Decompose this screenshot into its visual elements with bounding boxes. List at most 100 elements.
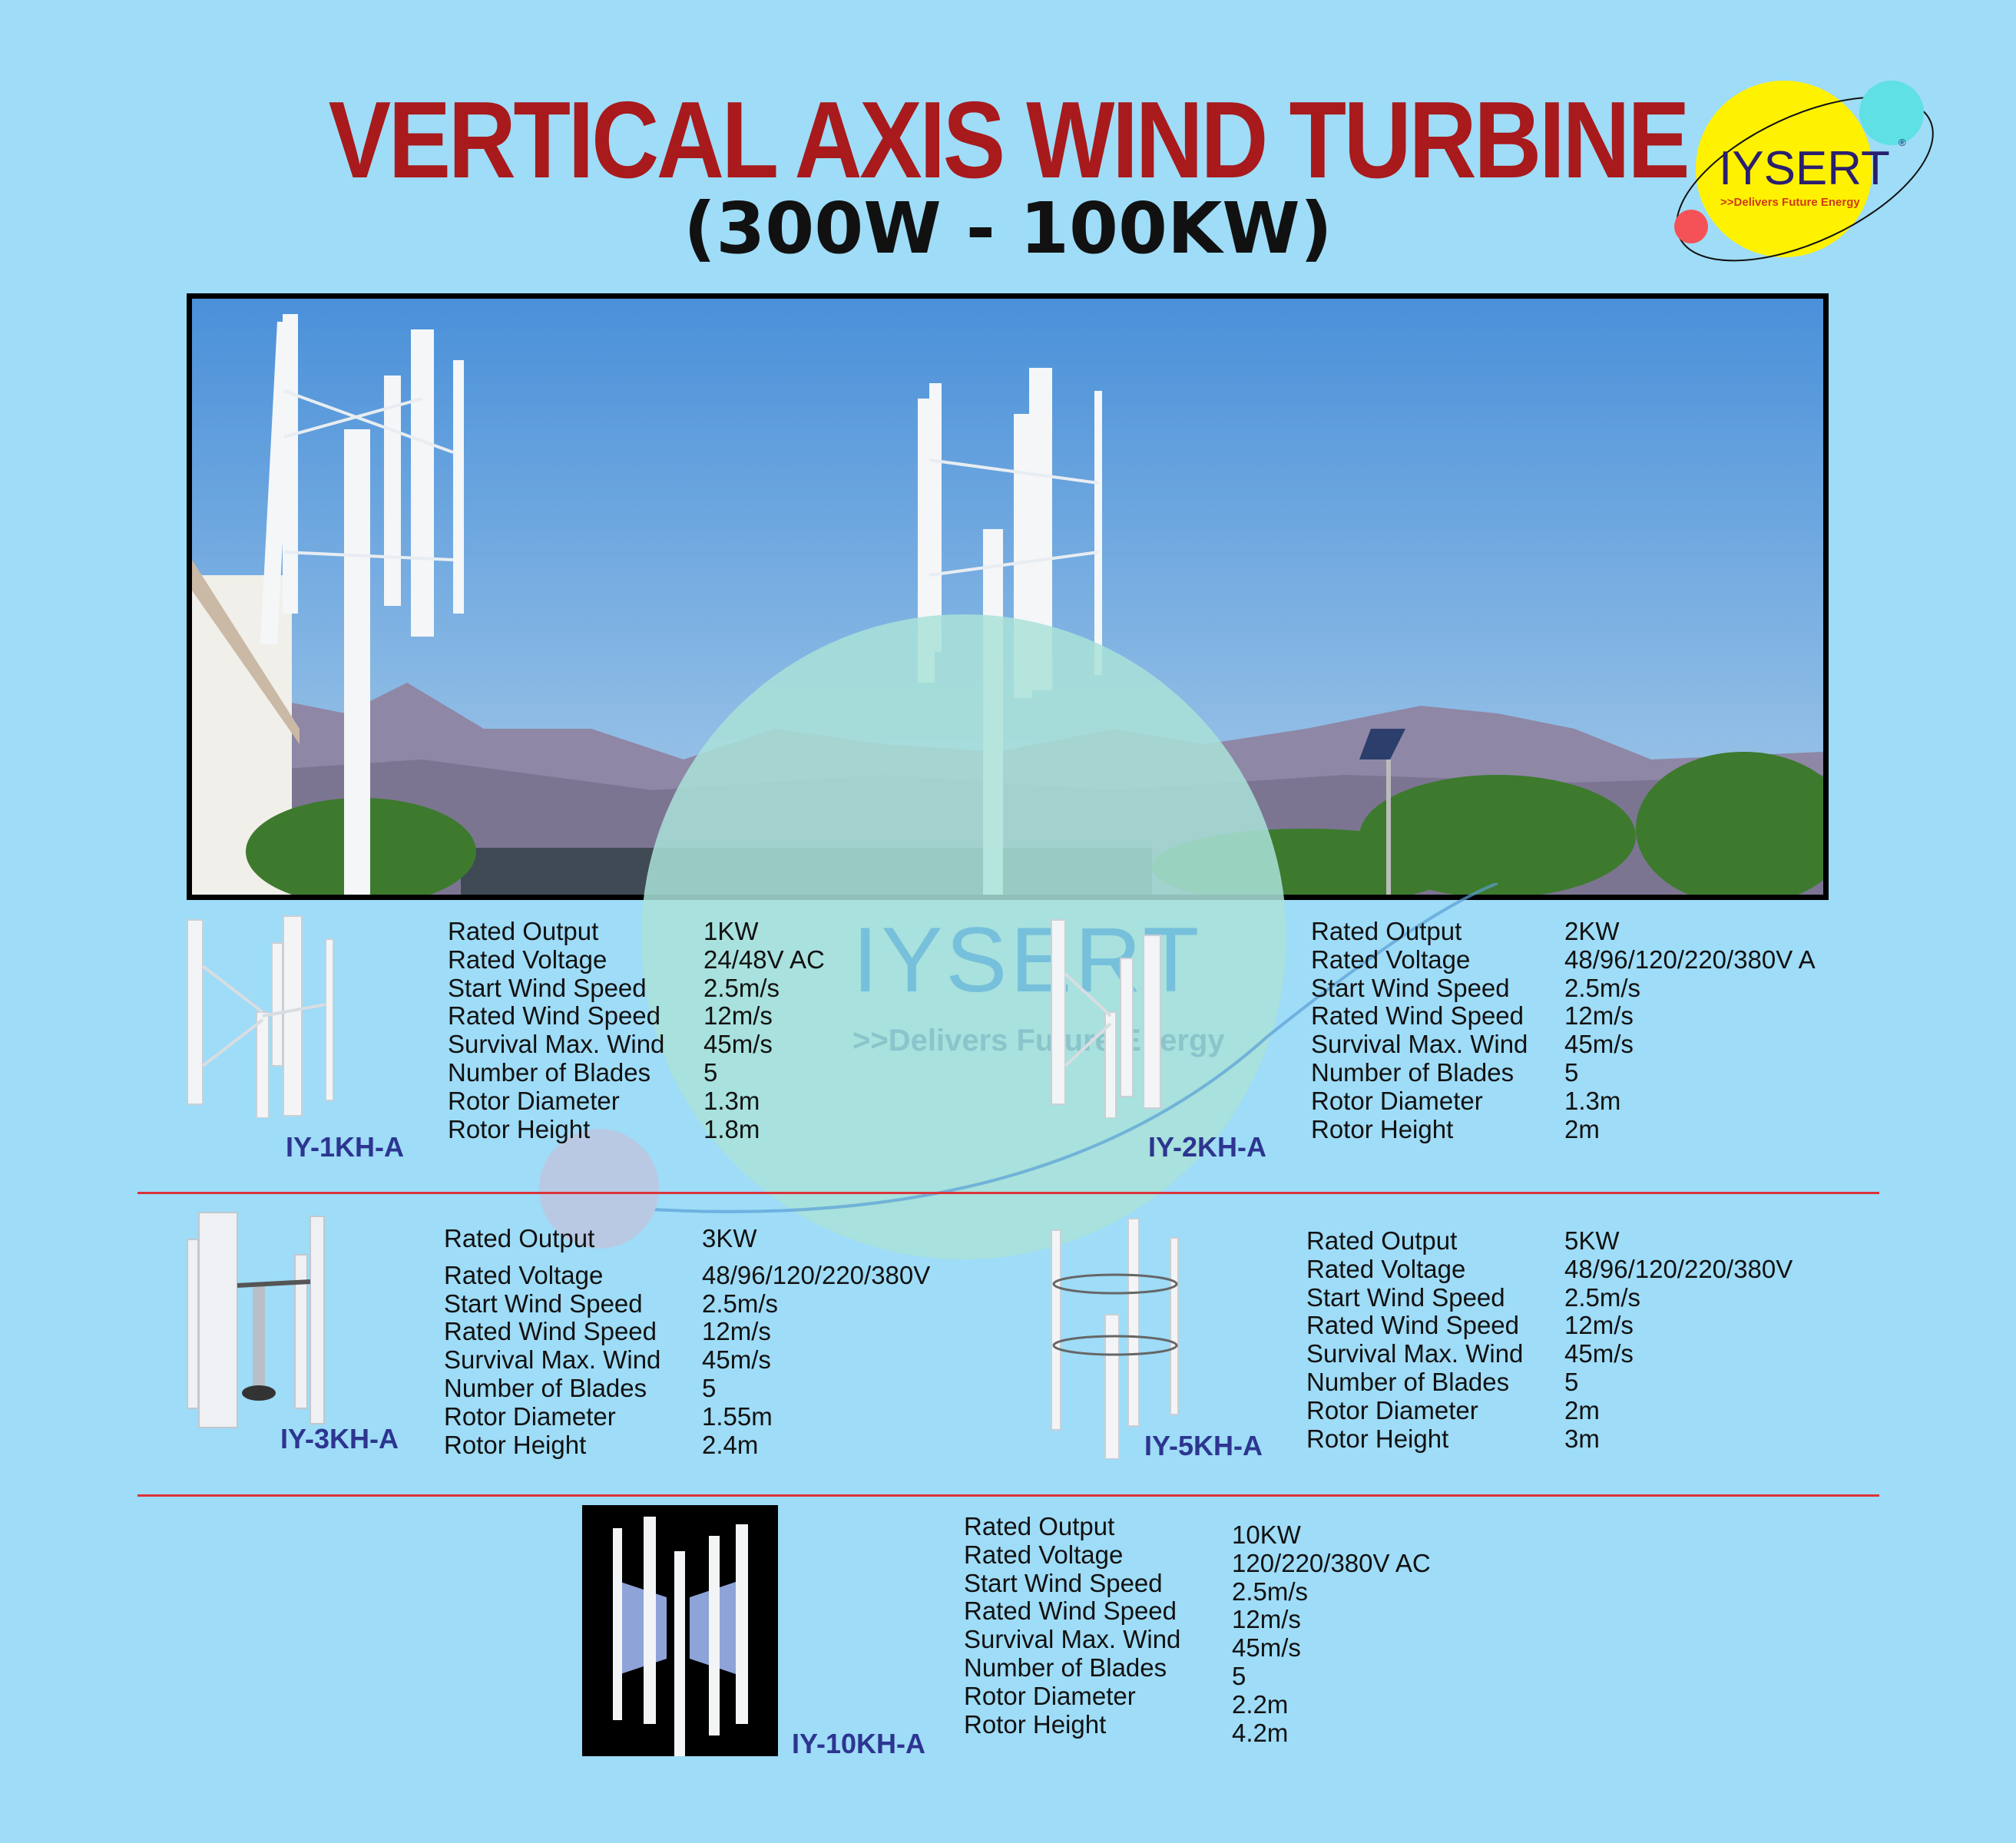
spec-value: 1.3m xyxy=(1564,1086,1621,1115)
spec-value: 12m/s xyxy=(702,1317,771,1346)
model-label-iy-10kh-a: IY-10KH-A xyxy=(792,1728,926,1759)
power-range-subtitle: (300W - 100KW) xyxy=(684,187,1332,270)
divider-1 xyxy=(137,1192,1879,1194)
product-image-iy-10kh-a xyxy=(582,1505,778,1756)
spec-value: 5KW xyxy=(1564,1226,1620,1255)
spec-label: Rated Wind Speed xyxy=(1311,1001,1524,1031)
spec-value: 5 xyxy=(1232,1661,1246,1690)
product-image-iy-1kh-a xyxy=(187,915,334,1118)
spec-label: Number of Blades xyxy=(1306,1367,1510,1396)
product-image-iy-2kh-a xyxy=(1051,919,1161,1118)
spec-value: 1.55m xyxy=(702,1401,773,1431)
spec-label: Rotor Diameter xyxy=(1306,1395,1478,1424)
spec-value: 45m/s xyxy=(703,1030,773,1059)
spec-label: Rotor Height xyxy=(444,1430,587,1459)
spec-label: Rotor Height xyxy=(964,1709,1107,1739)
spec-value: 48/96/120/220/380V A xyxy=(1564,945,1816,974)
solar-panel xyxy=(1359,729,1405,895)
spec-value: 5 xyxy=(702,1373,717,1402)
spec-label: Number of Blades xyxy=(448,1057,651,1087)
spec-label: Rated Wind Speed xyxy=(448,1001,661,1031)
spec-value: 12m/s xyxy=(703,1001,773,1031)
spec-value: 2.5m/s xyxy=(1232,1577,1309,1606)
spec-value: 120/220/380V AC xyxy=(1232,1548,1431,1577)
spec-label: Rotor Diameter xyxy=(444,1401,616,1431)
spec-label: Start Wind Speed xyxy=(444,1289,643,1318)
spec-value: 2KW xyxy=(1564,917,1620,945)
spec-value: 2.2m xyxy=(1232,1689,1289,1719)
spec-label: Rated Voltage xyxy=(448,945,607,974)
spec-value: 12m/s xyxy=(1564,1001,1634,1031)
spec-label: Survival Max. Wind xyxy=(964,1625,1181,1654)
logo-tagline: >>Delivers Future Energy xyxy=(1720,196,1860,209)
spec-label: Number of Blades xyxy=(1311,1057,1514,1087)
spec-value: 2.5m/s xyxy=(703,973,780,1002)
spec-value: 1KW xyxy=(703,917,759,945)
model-label-iy-3kh-a: IY-3KH-A xyxy=(280,1423,399,1454)
spec-value: 45m/s xyxy=(702,1345,771,1375)
spec-label: Survival Max. Wind xyxy=(1306,1339,1524,1368)
spec-label: Start Wind Speed xyxy=(1306,1282,1505,1312)
spec-value: 3m xyxy=(1564,1424,1600,1453)
product-image-iy-5kh-a xyxy=(1051,1218,1179,1459)
model-label-iy-1kh-a: IY-1KH-A xyxy=(286,1131,405,1163)
model-label-iy-2kh-a: IY-2KH-A xyxy=(1148,1131,1267,1163)
spec-value: 5 xyxy=(703,1057,718,1087)
spec-label: Rotor Diameter xyxy=(1311,1086,1483,1115)
turbine-left xyxy=(260,314,464,895)
spec-label: Rated Wind Speed xyxy=(444,1317,657,1346)
spec-label: Rotor Diameter xyxy=(448,1086,620,1115)
spec-label: Rated Output xyxy=(964,1512,1115,1540)
hero-turbine-photo xyxy=(187,293,1829,900)
spec-label: Rotor Diameter xyxy=(964,1681,1136,1710)
spec-value: 5 xyxy=(1564,1367,1579,1396)
spec-value: 48/96/120/220/380V xyxy=(1564,1254,1793,1283)
spec-value: 2.5m/s xyxy=(1564,973,1641,1002)
spec-label: Survival Max. Wind xyxy=(444,1345,661,1375)
spec-value: 45m/s xyxy=(1564,1339,1634,1368)
spec-value: 2.4m xyxy=(702,1430,759,1459)
spec-label: Rotor Height xyxy=(1311,1114,1454,1143)
spec-value: 45m/s xyxy=(1232,1633,1301,1663)
spec-value: 2.5m/s xyxy=(702,1289,779,1318)
logo-brand: IYSERT xyxy=(1719,142,1890,195)
spec-value: 5 xyxy=(1564,1057,1579,1087)
spec-value: 10KW xyxy=(1232,1520,1301,1549)
spec-label: Start Wind Speed xyxy=(964,1568,1163,1597)
spec-value: 45m/s xyxy=(1564,1030,1634,1059)
spec-value: 2m xyxy=(1564,1395,1600,1424)
spec-label: Number of Blades xyxy=(444,1373,647,1402)
spec-label: Start Wind Speed xyxy=(1311,973,1510,1002)
spec-label: Rated Output xyxy=(444,1224,595,1252)
spec-value: 12m/s xyxy=(1232,1605,1301,1634)
model-label-iy-5kh-a: IY-5KH-A xyxy=(1144,1430,1263,1461)
spec-value: 2m xyxy=(1564,1114,1600,1143)
spec-value: 1.8m xyxy=(703,1114,760,1143)
logo-registered-mark: ® xyxy=(1898,137,1906,148)
spec-label: Rated Output xyxy=(448,917,599,945)
spec-label: Survival Max. Wind xyxy=(1311,1030,1528,1059)
spec-label: Rotor Height xyxy=(1306,1424,1449,1453)
spec-label: Rated Wind Speed xyxy=(1306,1311,1520,1340)
iysert-logo: IYSERT ® >>Delivers Future Energy xyxy=(1674,81,1934,262)
spec-label: Rated Output xyxy=(1311,917,1462,945)
spec-value: 12m/s xyxy=(1564,1311,1634,1340)
spec-label: Rated Voltage xyxy=(964,1540,1124,1569)
spec-label: Rated Output xyxy=(1306,1226,1458,1255)
divider-2 xyxy=(137,1494,1879,1497)
spec-label: Rated Voltage xyxy=(1306,1254,1466,1283)
spec-value: 2.5m/s xyxy=(1564,1282,1641,1312)
spec-value: 3KW xyxy=(702,1224,757,1252)
spec-value: 24/48V AC xyxy=(703,945,825,974)
spec-value: 1.3m xyxy=(703,1086,760,1115)
spec-label: Start Wind Speed xyxy=(448,973,647,1002)
